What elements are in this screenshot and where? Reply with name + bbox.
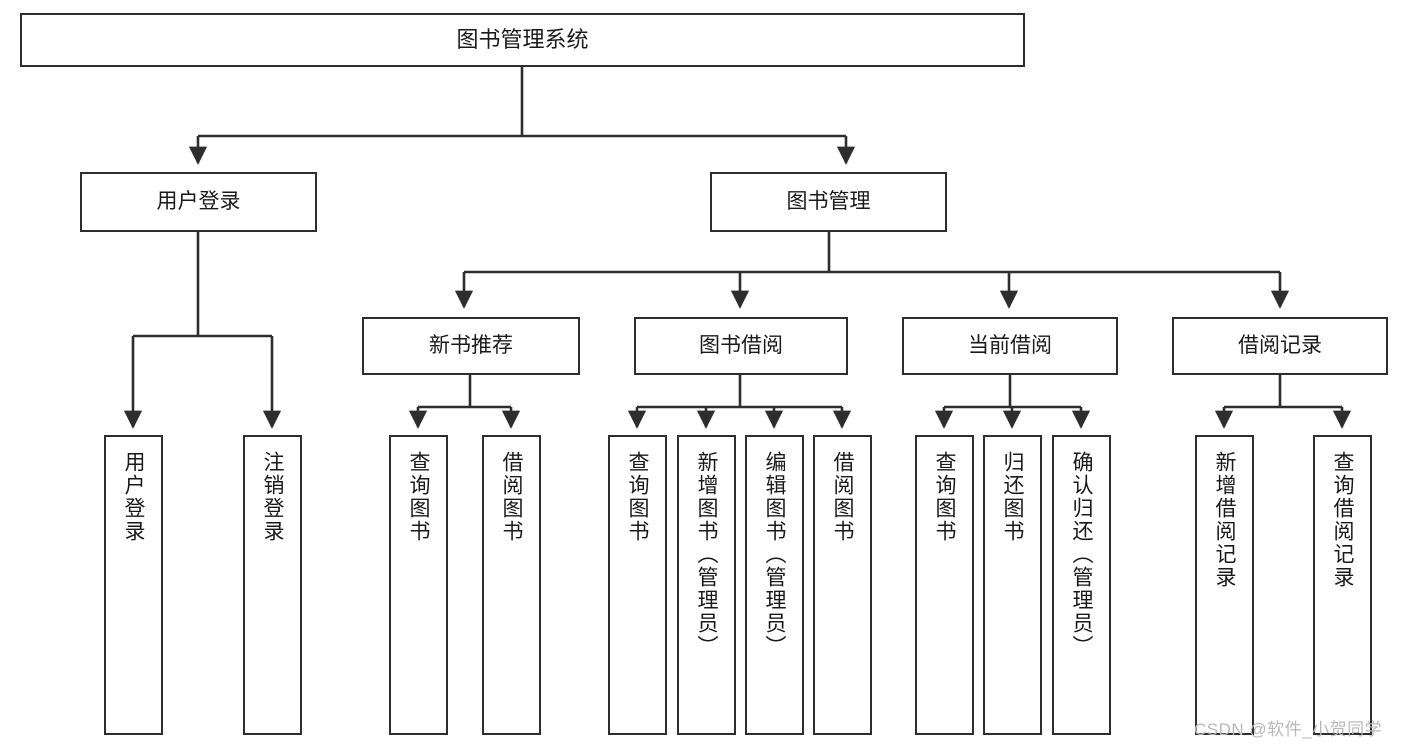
leaf-current-borrow-query[interactable]: 查询图书 [915, 435, 974, 735]
leaf-current-borrow-confirm-return[interactable]: 确认归还（管理员） [1052, 435, 1111, 735]
leaf-book-borrow-borrow[interactable]: 借阅图书 [813, 435, 872, 735]
csdn-watermark: CSDN @软件_小贺同学 [1194, 720, 1383, 739]
node-new-book-recommend[interactable]: 新书推荐 [362, 317, 580, 375]
leaf-borrow-record-add[interactable]: 新增借阅记录 [1195, 435, 1254, 735]
node-label: 新增图书（管理员） [695, 451, 718, 658]
node-label: 查询借阅记录 [1331, 451, 1354, 589]
node-root-book-management-system[interactable]: 图书管理系统 [20, 13, 1025, 67]
leaf-book-borrow-edit[interactable]: 编辑图书（管理员） [745, 435, 804, 735]
node-current-borrow[interactable]: 当前借阅 [902, 317, 1118, 375]
node-label: 查询图书 [626, 451, 649, 543]
node-label: 编辑图书（管理员） [763, 451, 786, 658]
node-label: 借阅图书 [831, 451, 854, 543]
node-label: 图书借阅 [699, 333, 783, 357]
node-book-management[interactable]: 图书管理 [710, 172, 947, 232]
leaf-book-borrow-query[interactable]: 查询图书 [608, 435, 667, 735]
node-label: 用户登录 [122, 451, 145, 543]
leaf-book-borrow-add[interactable]: 新增图书（管理员） [677, 435, 736, 735]
node-borrow-record[interactable]: 借阅记录 [1172, 317, 1388, 375]
node-label: 当前借阅 [968, 333, 1052, 357]
node-label: 图书管理系统 [456, 27, 589, 53]
node-label: 新增借阅记录 [1213, 451, 1236, 589]
node-label: 用户登录 [156, 189, 241, 213]
leaf-user-login-logout[interactable]: 注销登录 [243, 435, 302, 735]
leaf-new-book-borrow[interactable]: 借阅图书 [482, 435, 541, 735]
node-book-borrow[interactable]: 图书借阅 [634, 317, 848, 375]
node-label: 借阅图书 [500, 451, 523, 543]
leaf-new-book-query[interactable]: 查询图书 [389, 435, 448, 735]
node-label: 借阅记录 [1238, 333, 1322, 357]
leaf-borrow-record-query[interactable]: 查询借阅记录 [1313, 435, 1372, 735]
node-user-login[interactable]: 用户登录 [80, 172, 317, 232]
node-label: 查询图书 [407, 451, 430, 543]
leaf-current-borrow-return[interactable]: 归还图书 [983, 435, 1042, 735]
node-label: 确认归还（管理员） [1070, 451, 1093, 658]
node-label: 查询图书 [933, 451, 956, 543]
node-label: 归还图书 [1001, 451, 1024, 543]
node-label: 新书推荐 [429, 333, 513, 357]
node-label: 注销登录 [261, 451, 284, 543]
leaf-user-login-login[interactable]: 用户登录 [104, 435, 163, 735]
node-label: 图书管理 [786, 189, 871, 213]
